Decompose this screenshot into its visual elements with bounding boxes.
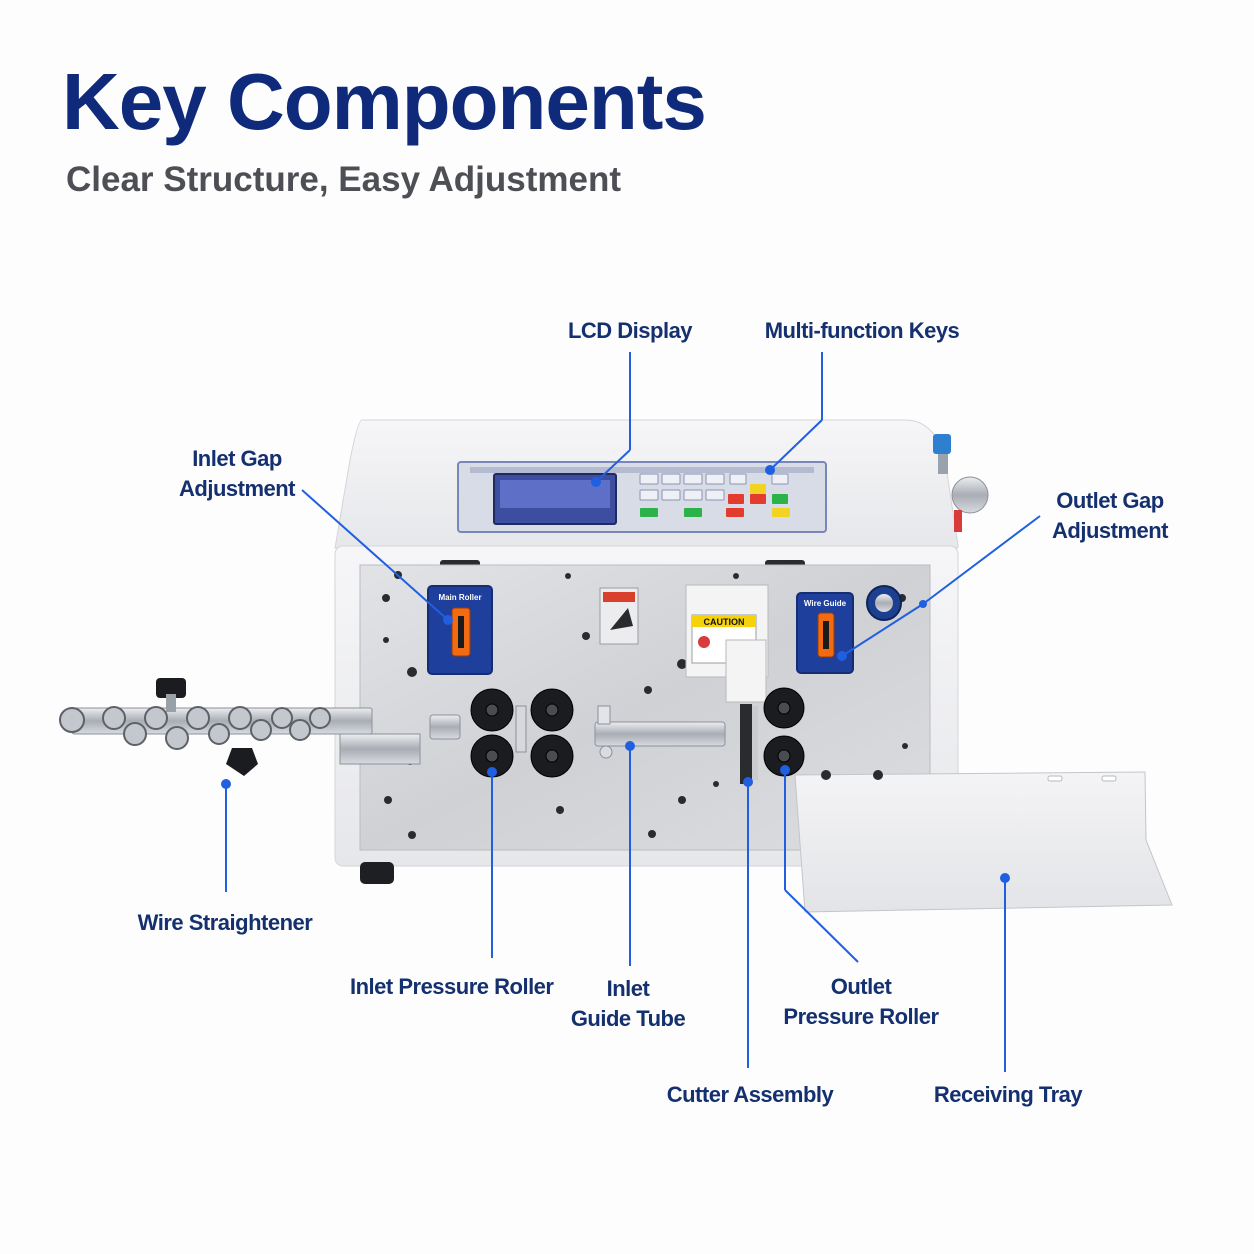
page-subtitle: Clear Structure, Easy Adjustment — [66, 160, 621, 199]
outlet-pressure-rollers — [763, 687, 805, 777]
receiving-tray — [794, 770, 1173, 913]
callout-inlet-pressure-roller: Inlet Pressure Roller — [350, 974, 554, 999]
callout-outlet-pressure-line2: Pressure Roller — [783, 1004, 939, 1029]
callout-inlet-guide-line2: Guide Tube — [570, 1006, 686, 1031]
callout-inlet-guide-line1: Inlet — [606, 976, 650, 1001]
callout-cutter-assembly: Cutter Assembly — [666, 1082, 834, 1107]
caution-label: CAUTION — [704, 617, 745, 627]
inlet-pressure-rollers — [470, 688, 574, 778]
callout-outlet-gap-line1: Outlet Gap — [1056, 488, 1164, 513]
cutter-assembly: CAUTION — [685, 584, 769, 784]
leader-lines — [225, 352, 1041, 1072]
callout-outlet-gap-adjustment: Outlet Gap Adjustment — [1040, 486, 1180, 546]
callout-inlet-gap-adjustment: Inlet Gap Adjustment — [172, 444, 302, 504]
page-title: Key Components — [62, 57, 707, 146]
callout-lcd-display: LCD Display — [567, 318, 693, 343]
lcd-screen — [493, 473, 617, 525]
callout-outlet-pressure-line1: Outlet — [830, 974, 892, 999]
callout-inlet-guide-tube: Inlet Guide Tube — [560, 974, 696, 1034]
keypad — [639, 473, 790, 517]
leader-dots — [221, 465, 1010, 883]
main-roller-panel: Main Roller — [427, 585, 493, 675]
callout-outlet-gap-line2: Adjustment — [1052, 518, 1169, 543]
main-roller-label: Main Roller — [438, 593, 481, 602]
wire-straightener — [59, 678, 461, 776]
callout-inlet-gap-line2: Adjustment — [179, 476, 296, 501]
callout-wire-straightener: Wire Straightener — [137, 910, 313, 935]
wire-guide-label: Wire Guide — [804, 599, 847, 608]
callout-multi-function-keys: Multi-function Keys — [764, 318, 960, 343]
callout-inlet-gap-line1: Inlet Gap — [192, 446, 282, 471]
inlet-guide-tube — [594, 705, 726, 759]
callout-outlet-pressure-roller: Outlet Pressure Roller — [776, 972, 946, 1032]
air-fitting — [933, 434, 989, 532]
callout-receiving-tray: Receiving Tray — [933, 1082, 1083, 1107]
